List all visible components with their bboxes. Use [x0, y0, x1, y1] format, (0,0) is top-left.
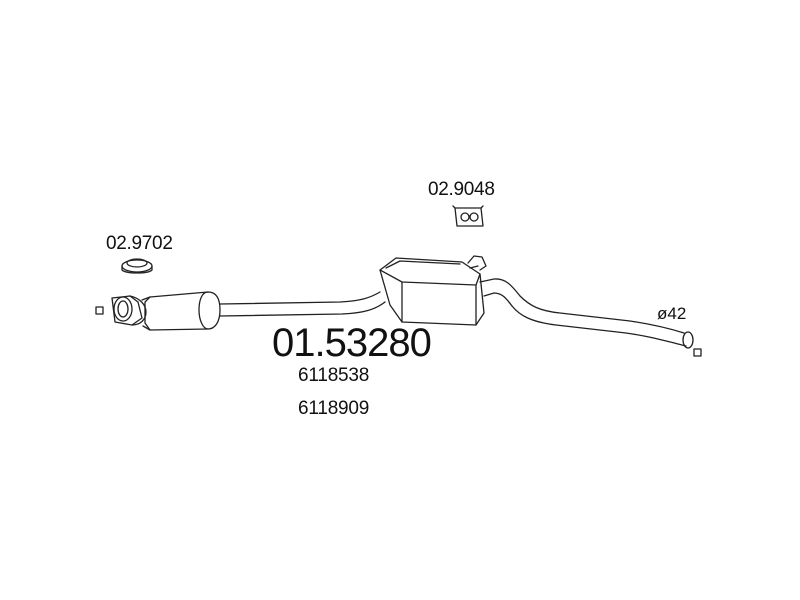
main-part-number: 01.53280: [272, 321, 432, 365]
rear-silencer: [379, 255, 487, 326]
connecting-pipe: [219, 291, 386, 317]
gasket-ring-part: [121, 258, 153, 274]
front-flange-connector: [95, 295, 147, 326]
oe-number-2: 6118909: [298, 398, 370, 419]
middle-silencer: [141, 291, 221, 331]
tail-pipe: [479, 278, 702, 357]
outlet-diameter-label: ø42: [657, 304, 687, 323]
gasket-part-number: 02.9702: [106, 233, 173, 254]
rubber-hanger-part: [452, 205, 484, 227]
oe-number-1: 6118538: [298, 365, 370, 386]
hanger-part-number: 02.9048: [428, 179, 495, 200]
